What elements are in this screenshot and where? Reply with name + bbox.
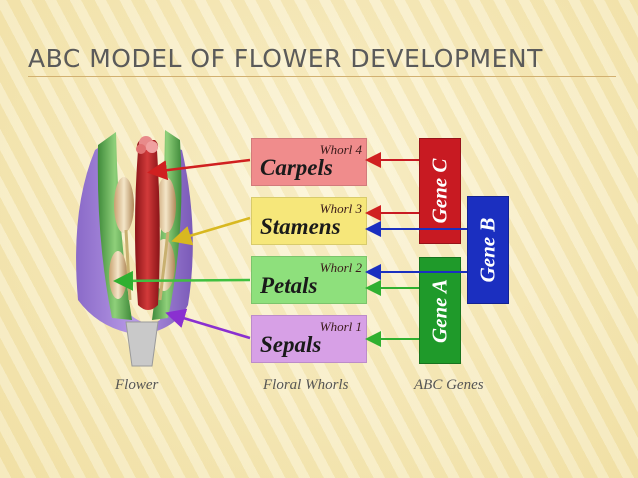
flower-caption: Flower <box>115 377 159 393</box>
flower-carpel <box>135 140 160 310</box>
petals-arrow <box>113 270 251 291</box>
gene-a-box: Gene A <box>419 257 461 364</box>
carpels-label: Carpels <box>260 155 333 180</box>
stamens-arrow <box>171 216 251 246</box>
whorl-3-tag: Whorl 3 <box>319 201 362 216</box>
whorl-1-tag: Whorl 1 <box>319 319 362 334</box>
stamens-label: Stamens <box>260 214 341 239</box>
whorl-3-stamens-box: Whorl 3 Stamens <box>251 197 367 245</box>
flower-stamen <box>114 177 134 233</box>
whorl-4-carpels-box: Whorl 4 Carpels <box>251 138 367 186</box>
gene-c-box: Gene C <box>419 138 461 244</box>
carpels-arrow <box>147 158 251 181</box>
sepals-arrow <box>165 308 251 340</box>
title-underline <box>28 76 616 77</box>
petals-label: Petals <box>260 273 318 298</box>
whorl-2-tag: Whorl 2 <box>319 260 362 275</box>
sepals-label: Sepals <box>260 332 322 357</box>
flower-stalk <box>125 321 159 367</box>
gene-b-box: Gene B <box>467 196 509 304</box>
whorl-4-tag: Whorl 4 <box>319 142 362 157</box>
whorl-1-sepals-box: Whorl 1 Sepals <box>251 315 367 363</box>
floral-whorls-caption: Floral Whorls <box>263 377 349 393</box>
slide-title: ABC MODEL OF FLOWER DEVELOPMENT <box>28 44 543 73</box>
abc-genes-caption: ABC Genes <box>414 377 484 393</box>
whorl-2-petals-box: Whorl 2 Petals <box>251 256 367 304</box>
